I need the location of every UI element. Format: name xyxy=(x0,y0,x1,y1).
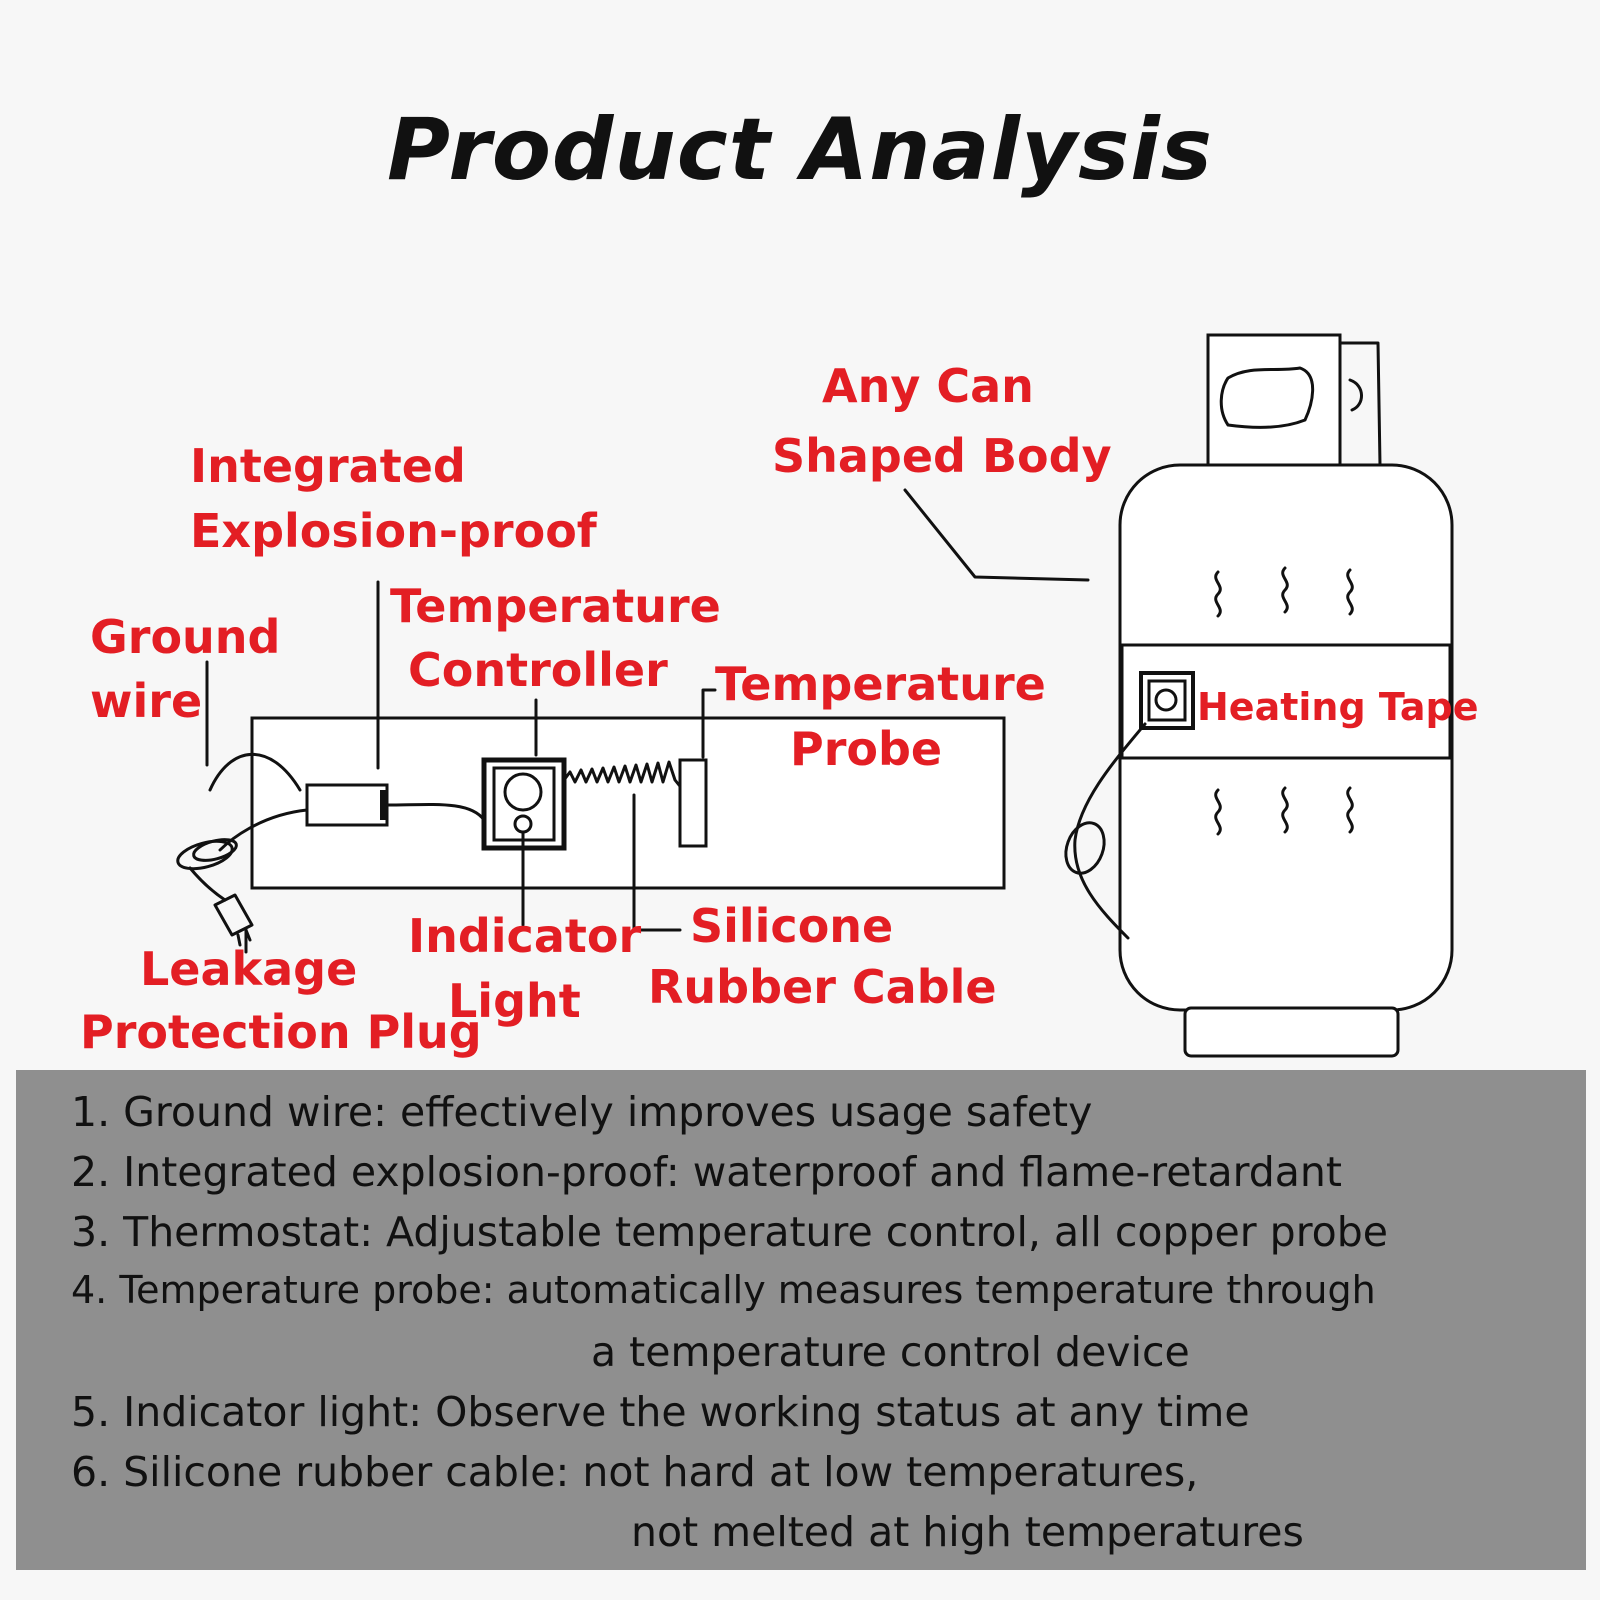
leakage-plug-label-1: Leakage xyxy=(140,942,357,996)
can-body-leader xyxy=(903,488,1090,582)
tape-cable xyxy=(1073,722,1147,940)
heating-tape-label: Heating Tape xyxy=(1197,685,1479,729)
plug-cord xyxy=(188,866,227,902)
note-item: 6. Silicone rubber cable: not hard at lo… xyxy=(71,1448,1199,1496)
cord-coil-inner xyxy=(192,838,238,862)
tank-collar-side xyxy=(1338,341,1382,467)
temperature-probe xyxy=(678,758,708,848)
silicone-cable-label-2: Rubber Cable xyxy=(648,960,997,1014)
controller-dial xyxy=(503,772,543,812)
cord-coil xyxy=(176,839,234,871)
heat-waves-lower xyxy=(1214,786,1354,836)
tape-controller-face xyxy=(1147,679,1187,722)
probe-leader xyxy=(701,688,717,759)
heat-waves-upper xyxy=(1214,566,1354,618)
ground-wire-label-1: Ground xyxy=(90,610,280,664)
tank-collar xyxy=(1206,333,1342,467)
power-cable xyxy=(218,808,309,852)
tank-base xyxy=(1183,1006,1400,1058)
controller-label-2: Controller xyxy=(408,643,668,697)
explosion-proof-cap xyxy=(380,790,388,820)
note-item-continued: a temperature control device xyxy=(591,1328,1190,1376)
controller-label-1: Temperature xyxy=(390,579,721,633)
notes-panel: 1. Ground wire: effectively improves usa… xyxy=(16,1070,1586,1570)
note-item: 2. Integrated explosion-proof: waterproo… xyxy=(71,1148,1342,1196)
controller-cable xyxy=(385,802,486,822)
tape-cable-coil xyxy=(1064,821,1106,875)
probe-label-2: Probe xyxy=(790,722,942,776)
note-item: 5. Indicator light: Observe the working … xyxy=(71,1388,1250,1436)
page-title: Product Analysis xyxy=(387,100,1213,200)
explosion-proof-label-2: Explosion-proof xyxy=(190,504,598,558)
leakage-plug xyxy=(213,893,254,937)
probe-label-1: Temperature xyxy=(715,657,1046,711)
leakage-plug-label-2: Protection Plug xyxy=(80,1005,482,1059)
ground-wire-loop xyxy=(208,752,302,792)
tape-controller-dial xyxy=(1154,688,1178,712)
note-item: 4. Temperature probe: automatically meas… xyxy=(71,1268,1376,1312)
ground-wire-label-2: wire xyxy=(90,674,202,728)
explosion-proof-block xyxy=(305,783,389,827)
indicator-light-label-2: Light xyxy=(448,974,581,1028)
silicone-cable-label-1: Silicone xyxy=(690,899,893,953)
tank-handle-side xyxy=(1348,378,1363,412)
silicone-cable-leader xyxy=(632,793,682,932)
can-body-label-2: Shaped Body xyxy=(772,429,1112,483)
can-body-label-1: Any Can xyxy=(822,359,1034,413)
note-item: 3. Thermostat: Adjustable temperature co… xyxy=(71,1208,1388,1256)
note-item-continued: not melted at high temperatures xyxy=(631,1508,1304,1556)
tank-handle xyxy=(1219,366,1315,429)
silicone-rubber-cable xyxy=(562,760,685,792)
plug-pin-left xyxy=(236,933,242,947)
explosion-proof-label-1: Integrated xyxy=(190,439,466,493)
controller-face xyxy=(492,766,556,842)
product-diagram: Ground wire Integrated Explosion-proof T… xyxy=(80,333,1479,1059)
note-item: 1. Ground wire: effectively improves usa… xyxy=(71,1088,1093,1136)
indicator-light-label-1: Indicator xyxy=(408,909,641,963)
